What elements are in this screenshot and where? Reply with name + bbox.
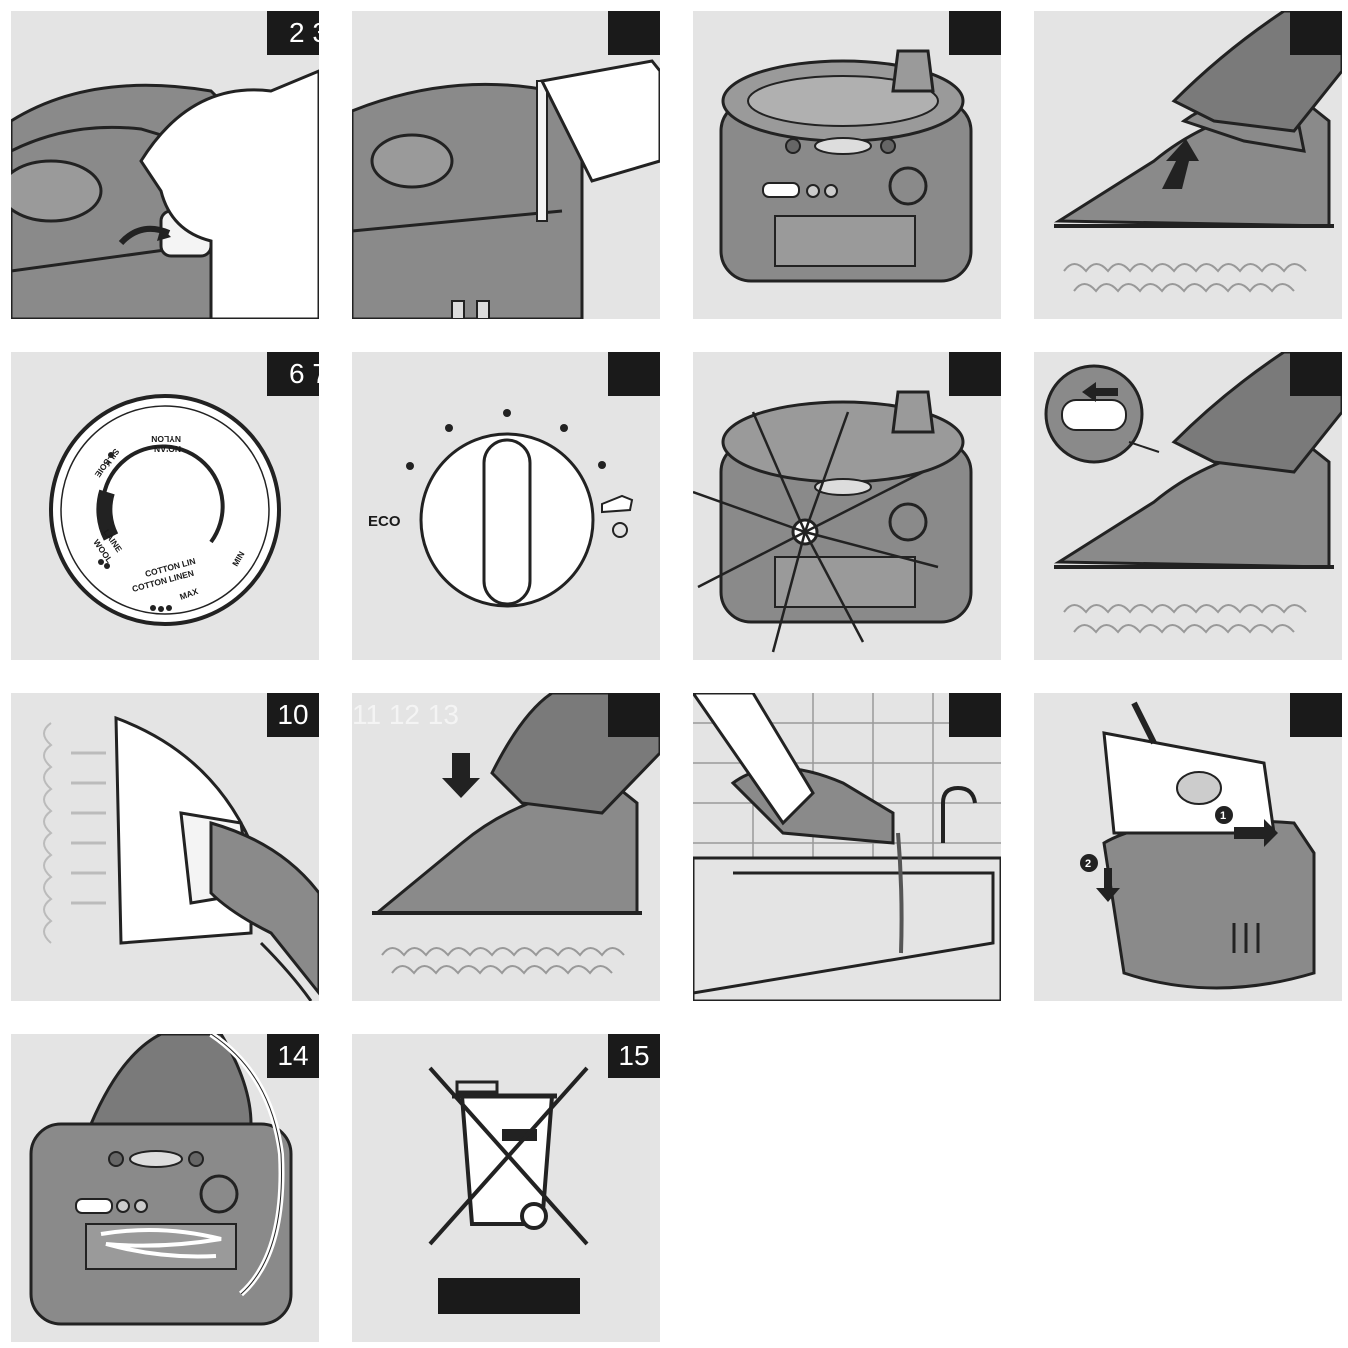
panel-weee-disposal: 15	[352, 1034, 660, 1342]
step-badge	[1290, 11, 1342, 55]
panel-temperature-dial: NYLON NO'AN SILK SOIE LAINE WOOL COTTON …	[11, 352, 319, 660]
step-badge	[608, 11, 660, 55]
step-badge	[949, 11, 1001, 55]
step-number: 6 7 8 9	[289, 358, 319, 389]
panel-vertical-steam: 10	[11, 693, 319, 1001]
step-badge	[949, 352, 1001, 396]
step-badge	[267, 352, 319, 396]
illustration-pour-water	[352, 59, 660, 319]
step-badge	[608, 693, 660, 737]
illustration-power-button	[693, 390, 973, 653]
illustration-vertical-iron	[43, 715, 319, 1001]
panel-steam-lock	[1034, 352, 1342, 660]
steam-knob: ECO	[368, 409, 634, 608]
step-badge	[267, 11, 319, 55]
illustration-cord-storage	[29, 1034, 293, 1326]
disposal-bar	[438, 1278, 580, 1314]
step-badge	[608, 352, 660, 396]
marker-1: 1	[1220, 810, 1226, 822]
illustration-open-water-inlet	[11, 69, 319, 319]
panel-power-on	[693, 352, 1001, 660]
step-number: 15	[618, 1040, 650, 1071]
panel-store-iron: 1 2	[1034, 693, 1342, 1001]
panel-cord-storage: 14	[11, 1034, 319, 1342]
illustration-steam-boost	[372, 693, 660, 975]
step-badge	[608, 1034, 660, 1078]
panel-empty-water	[693, 693, 1001, 1001]
panel-fill-water-inlet: 2 3 4 5	[11, 11, 319, 319]
panel-pour-water	[352, 11, 660, 319]
illustration-store-iron: 1 2	[1080, 701, 1316, 990]
crossed-bin-icon	[428, 1066, 589, 1246]
step-number: 10	[277, 699, 309, 730]
illustration-sink	[693, 693, 1001, 1001]
step-badge	[1290, 352, 1342, 396]
step-badge	[949, 693, 1001, 737]
step-number: 14	[277, 1040, 309, 1071]
step-number: 2 3 4 5	[289, 17, 319, 48]
step-badge	[267, 1034, 319, 1078]
marker-2: 2	[1085, 858, 1091, 870]
illustration-base-station	[719, 49, 973, 283]
dial-label-nylon: NYLON	[151, 434, 181, 444]
step-badge	[267, 693, 319, 737]
eco-label: ECO	[368, 513, 401, 530]
illustration-steam-lock	[1044, 352, 1342, 634]
panel-steam-trigger	[1034, 11, 1342, 319]
temperature-dial: NYLON NO'AN SILK SOIE LAINE WOOL COTTON …	[49, 394, 281, 626]
illustration-iron-steam	[1053, 11, 1342, 293]
panel-base-station	[693, 11, 1001, 319]
step-number: 11 12 13	[352, 699, 459, 730]
panel-steam-knob: ECO	[352, 352, 660, 660]
dial-label-nylon-alt: NO'AN	[154, 444, 181, 454]
panel-steam-boost: 11 12 13	[352, 693, 660, 1001]
step-badge	[1290, 693, 1342, 737]
